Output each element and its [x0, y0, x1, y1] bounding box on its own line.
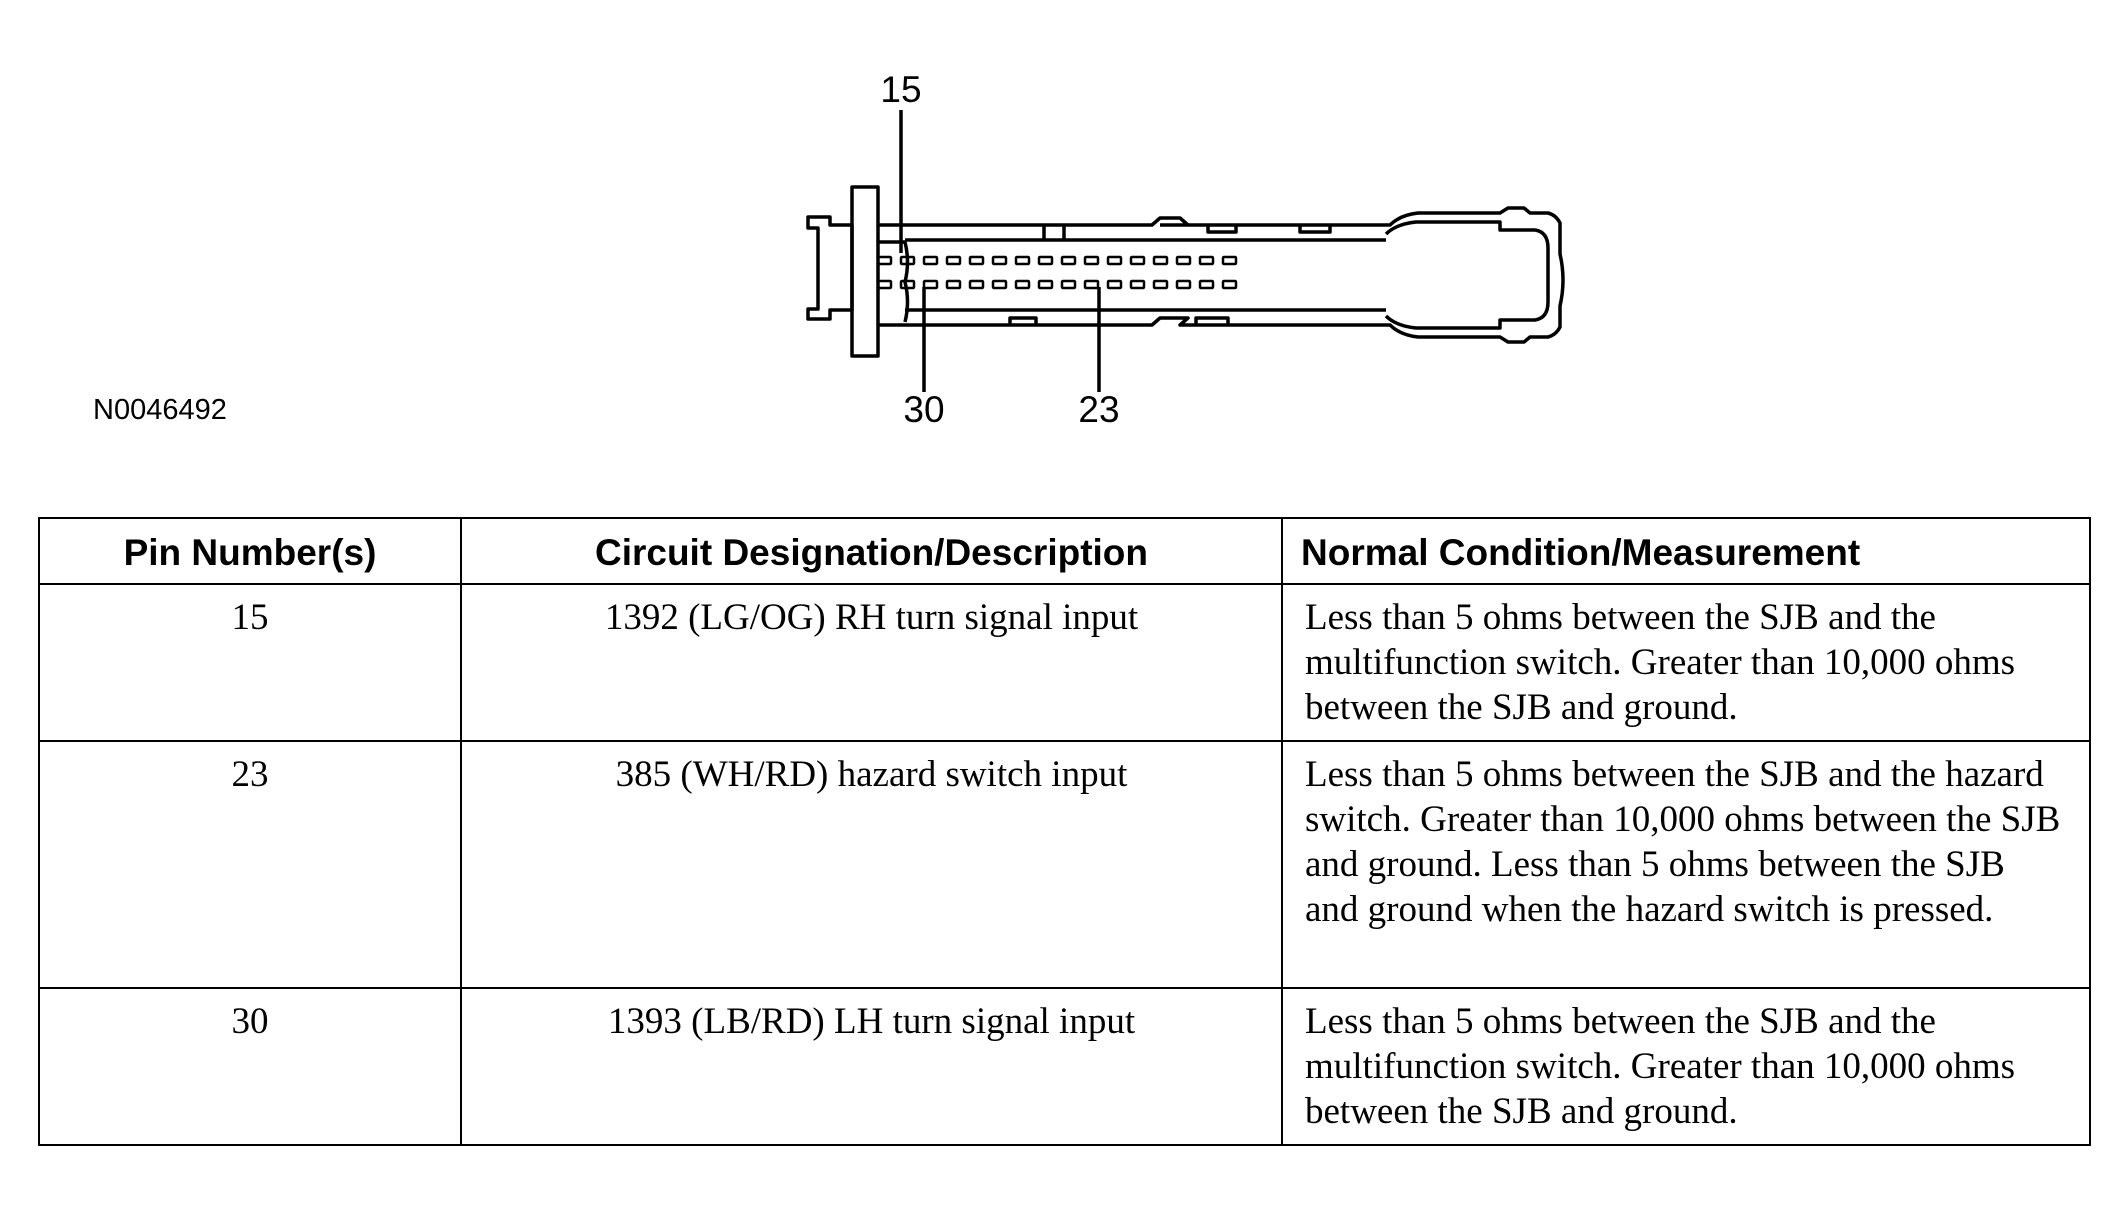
cell-circuit: 385 (WH/RD) hazard switch input — [460, 740, 1283, 989]
connector-diagram: 15 30 23 — [806, 69, 1565, 430]
cell-circuit: 1393 (LB/RD) LH turn signal input — [460, 987, 1283, 1146]
cell-pin: 23 — [38, 740, 462, 989]
cell-condition: Less than 5 ohms between the SJB and the… — [1281, 583, 2091, 742]
pin-label-30: 30 — [903, 389, 944, 430]
cell-pin: 15 — [38, 583, 462, 742]
pin-callout-23: 23 — [1078, 287, 1120, 430]
pin-table: Pin Number(s) Circuit Designation/Descri… — [38, 517, 2091, 1146]
header-pin-number: Pin Number(s) — [38, 517, 462, 585]
header-circuit-description: Circuit Designation/Description — [460, 517, 1283, 585]
header-normal-condition: Normal Condition/Measurement — [1281, 517, 2091, 585]
figure-id: N0046492 — [93, 394, 227, 426]
table-row: 30 1393 (LB/RD) LH turn signal input Les… — [38, 987, 2091, 1146]
cell-pin: 30 — [38, 987, 462, 1146]
table-header-row: Pin Number(s) Circuit Designation/Descri… — [38, 517, 2091, 585]
table-row: 23 385 (WH/RD) hazard switch input Less … — [38, 740, 2091, 989]
cell-circuit: 1392 (LG/OG) RH turn signal input — [460, 583, 1283, 742]
connector-body — [806, 185, 1565, 358]
cell-condition: Less than 5 ohms between the SJB and the… — [1281, 987, 2091, 1146]
table-row: 15 1392 (LG/OG) RH turn signal input Les… — [38, 583, 2091, 742]
pin-callout-30: 30 — [903, 287, 945, 430]
pin-callout-15: 15 — [880, 69, 922, 253]
pin-label-15: 15 — [880, 69, 921, 110]
cell-condition: Less than 5 ohms between the SJB and the… — [1281, 740, 2091, 989]
pin-cavities — [876, 255, 1238, 290]
pin-label-23: 23 — [1078, 389, 1119, 430]
